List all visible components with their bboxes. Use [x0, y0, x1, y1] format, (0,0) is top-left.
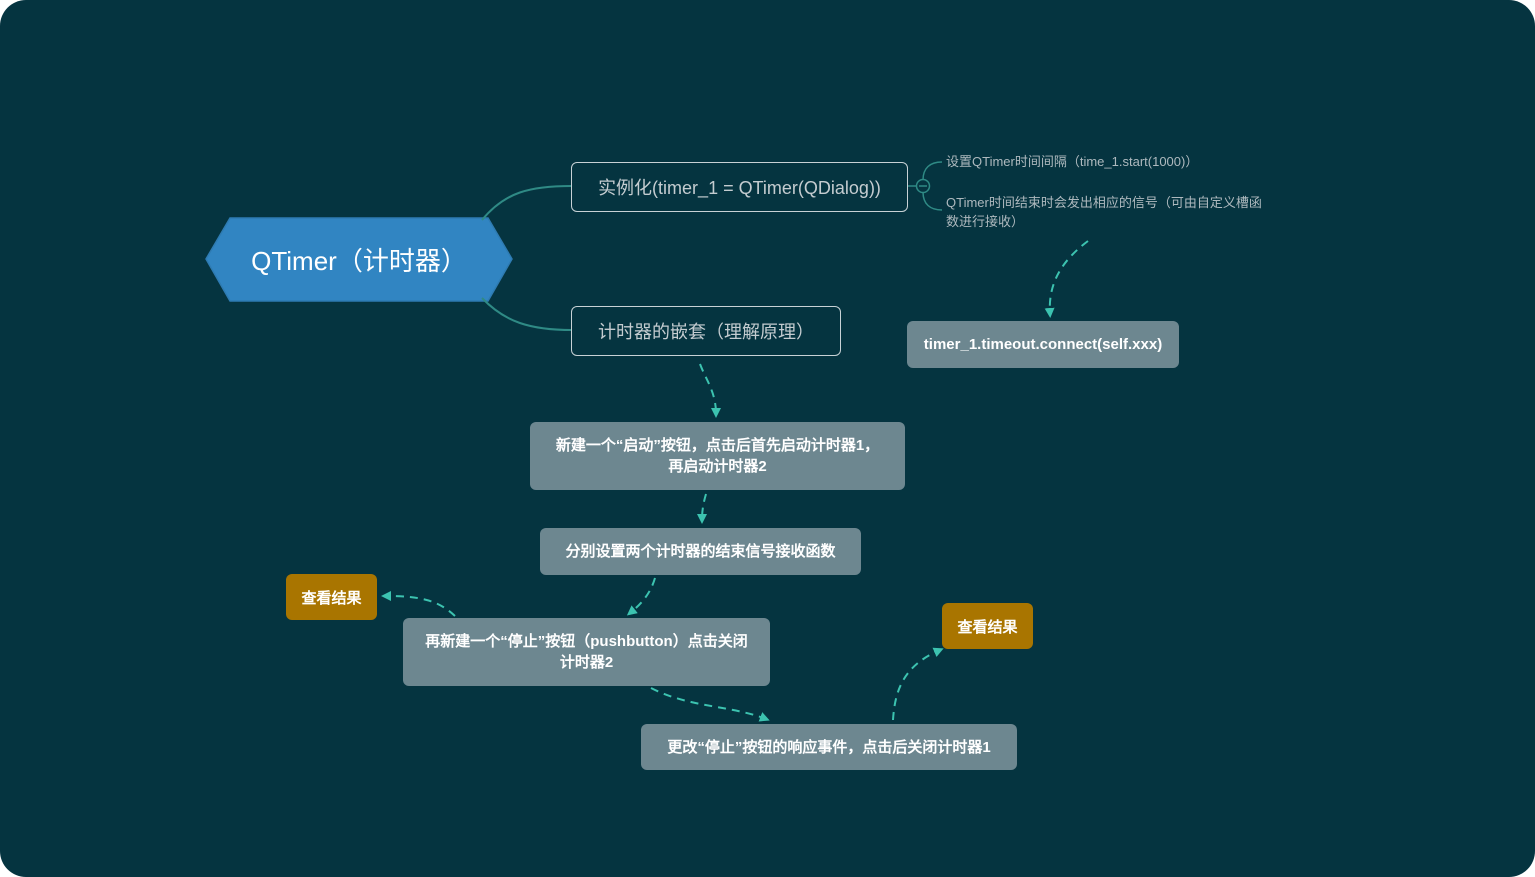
connector-root-nesting — [481, 297, 573, 331]
arrow-nesting-to-start — [699, 363, 721, 418]
step-change-stop-node[interactable]: 更改“停止”按钮的响应事件，点击后关闭计时器1 — [641, 724, 1017, 770]
branch-instantiate-label: 实例化(timer_1 = QTimer(QDialog)) — [598, 178, 881, 198]
arrow-receivers-to-stop — [626, 577, 656, 616]
step-stop-button-node[interactable]: 再新建一个“停止”按钮（pushbutton）点击关闭 计时器2 — [403, 618, 770, 686]
arrow-start-to-receivers — [697, 493, 708, 524]
note-timeout-signal-line1: QTimer时间结束时会发出相应的信号（可由自定义槽函 — [946, 195, 1262, 210]
result-node-2-label: 查看结果 — [957, 618, 1018, 636]
branch-instantiate-node[interactable]: 实例化(timer_1 = QTimer(QDialog)) — [571, 162, 908, 212]
branch-nesting-node[interactable]: 计时器的嵌套（理解原理） — [571, 306, 841, 356]
step-set-receivers-node[interactable]: 分别设置两个计时器的结束信号接收函数 — [540, 528, 861, 575]
result-node-1[interactable]: 查看结果 — [286, 574, 377, 620]
connector-root-instantiate — [481, 185, 573, 221]
arrow-stop-to-result1 — [381, 591, 456, 617]
result-node-2[interactable]: 查看结果 — [942, 603, 1033, 649]
step-start-button-node[interactable]: 新建一个“启动”按钮，点击后首先启动计时器1， 再启动计时器2 — [530, 422, 905, 490]
branch-nesting-label: 计时器的嵌套（理解原理） — [598, 322, 814, 342]
step-stop-button-line1: 再新建一个“停止”按钮（pushbutton）点击关闭 — [425, 633, 748, 650]
note-set-interval-label: 设置QTimer时间间隔（time_1.start(1000)） — [946, 154, 1199, 169]
arrow-change-to-result2 — [892, 647, 944, 721]
note-set-interval[interactable]: 设置QTimer时间间隔（time_1.start(1000)） — [946, 152, 1198, 171]
result-node-1-label: 查看结果 — [301, 589, 362, 607]
step-start-button-line2: 再启动计时器2 — [668, 458, 767, 475]
step-start-button-line1: 新建一个“启动”按钮，点击后首先启动计时器1， — [555, 437, 880, 454]
step-connect-node[interactable]: timer_1.timeout.connect(self.xxx) — [907, 321, 1179, 368]
step-connect-label: timer_1.timeout.connect(self.xxx) — [923, 336, 1163, 353]
connector-notes-bracket — [908, 161, 943, 211]
step-set-receivers-label: 分别设置两个计时器的结束信号接收函数 — [565, 543, 836, 560]
root-node-shape[interactable] — [205, 217, 513, 302]
arrow-stop-to-change — [650, 687, 770, 722]
step-stop-button-line2: 计时器2 — [559, 654, 614, 671]
note-timeout-signal-line2: 数进行接收） — [946, 214, 1025, 229]
root-node-label[interactable]: QTimer（计时器） — [251, 246, 467, 276]
note-timeout-signal[interactable]: QTimer时间结束时会发出相应的信号（可由自定义槽函 数进行接收） — [946, 193, 1262, 231]
step-change-stop-label: 更改“停止”按钮的响应事件，点击后关闭计时器1 — [667, 738, 991, 756]
arrow-notes-to-connect — [1044, 240, 1089, 318]
